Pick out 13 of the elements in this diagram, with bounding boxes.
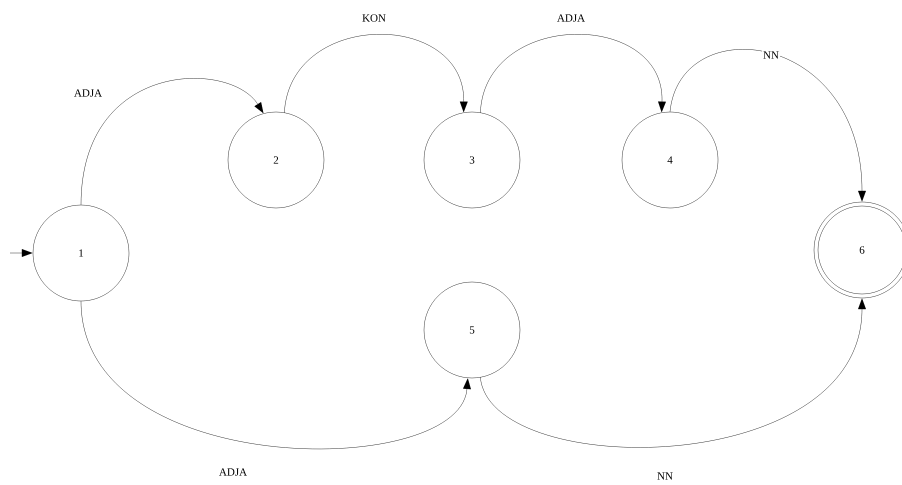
arrow <box>284 34 468 113</box>
arrow <box>670 49 866 202</box>
edge-label: ADJA <box>72 88 104 98</box>
edge-label: ADJA <box>556 13 586 23</box>
arrow <box>480 34 666 113</box>
edge-label: ADJA <box>218 467 248 477</box>
edge-label: NN <box>656 471 674 481</box>
edge-label: NN <box>762 50 780 60</box>
arrow <box>80 78 264 205</box>
arrow <box>80 301 471 450</box>
edge-label: KON <box>361 13 387 23</box>
arrow <box>10 249 32 257</box>
arrow <box>480 298 866 448</box>
